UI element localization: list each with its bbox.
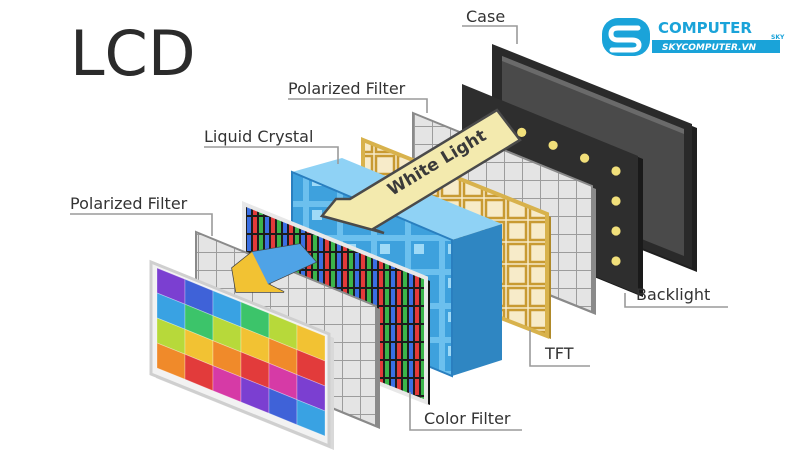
label-liquid-crystal: Liquid Crystal bbox=[204, 127, 313, 146]
page-title: LCD bbox=[70, 17, 196, 90]
logo-url-bar bbox=[652, 40, 780, 53]
logo-s-icon bbox=[608, 25, 642, 53]
backlight-dot bbox=[517, 127, 527, 137]
label-color-filter: Color Filter bbox=[424, 409, 511, 428]
backlight-dot bbox=[611, 256, 621, 266]
colored-light-arrow bbox=[231, 243, 318, 293]
backlight-dot bbox=[611, 196, 621, 206]
logo-superscript: SKY bbox=[771, 34, 785, 41]
label-tft: TFT bbox=[544, 344, 574, 363]
label-case: Case bbox=[466, 7, 505, 26]
backlight-dot bbox=[611, 166, 621, 176]
backlight-dot bbox=[580, 153, 590, 163]
leader-lines bbox=[70, 25, 728, 431]
logo-name: COMPUTER bbox=[658, 19, 752, 37]
front-screen-tiles bbox=[156, 267, 326, 437]
label-backlight: Backlight bbox=[636, 285, 710, 304]
brand-logo: COMPUTER SKY SKYCOMPUTER.VN bbox=[602, 18, 785, 56]
screen-tile bbox=[296, 399, 326, 437]
backlight-dot bbox=[611, 226, 621, 236]
backlight-dot bbox=[548, 140, 558, 150]
logo-url: SKYCOMPUTER.VN bbox=[662, 43, 757, 53]
label-polarized-filter-left: Polarized Filter bbox=[70, 194, 188, 213]
front-screen-layer bbox=[149, 259, 334, 450]
label-polarized-filter-top: Polarized Filter bbox=[288, 79, 406, 98]
